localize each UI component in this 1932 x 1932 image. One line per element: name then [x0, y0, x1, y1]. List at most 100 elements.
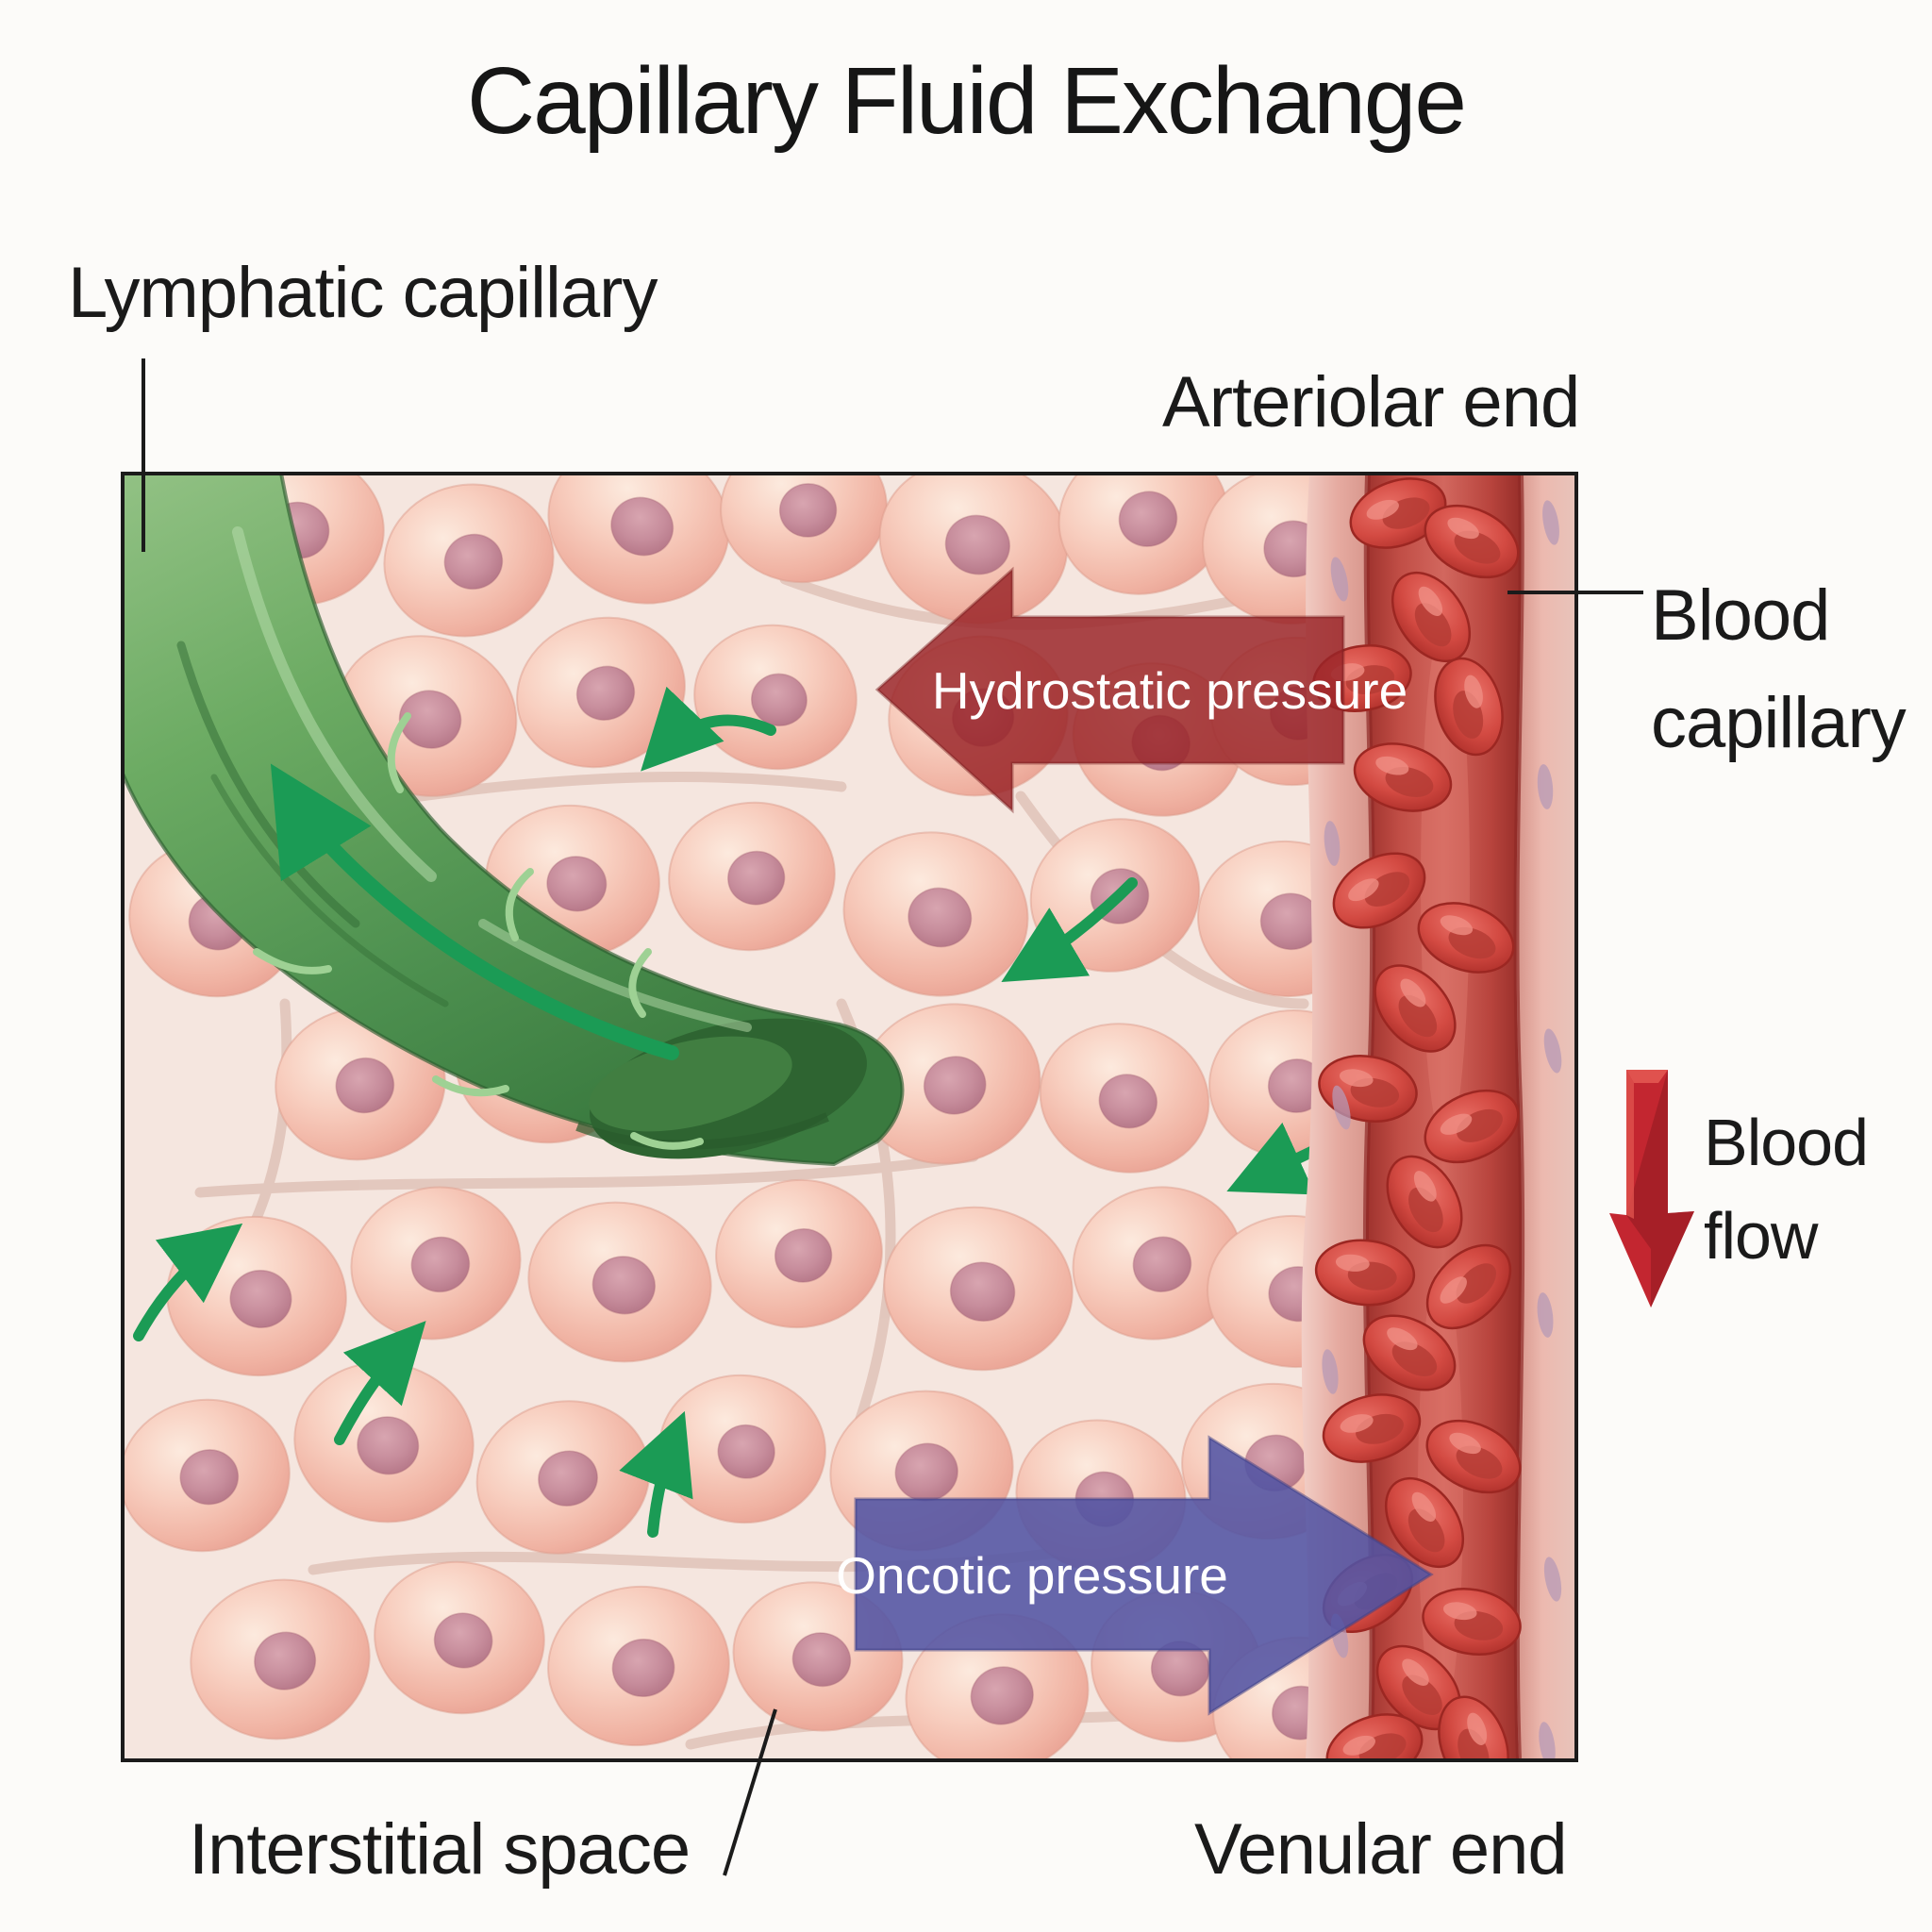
tissue-cell	[720, 475, 888, 584]
oncotic-pressure-arrow: Oncotic pressure	[836, 1435, 1434, 1716]
tissue-cell	[905, 1613, 1090, 1758]
cell-nucleus	[727, 850, 786, 906]
cell-nucleus	[717, 1424, 775, 1479]
cell-nucleus	[778, 483, 838, 538]
label-venular-end: Venular end	[1194, 1809, 1568, 1890]
lymph-flow-arrow	[270, 763, 679, 1060]
endothelial-nucleus	[1539, 1722, 1556, 1758]
label-arteriolar-end: Arteriolar end	[1162, 362, 1580, 442]
cell-nucleus	[538, 1450, 598, 1507]
endothelial-nucleus	[1537, 1292, 1554, 1338]
cell-nucleus	[443, 533, 504, 591]
red-blood-cell	[1314, 1239, 1416, 1307]
red-blood-cell	[1374, 964, 1457, 1053]
tissue-cell	[1039, 1023, 1210, 1174]
red-blood-cell	[1424, 1089, 1520, 1164]
tissue-cell	[693, 624, 858, 771]
endothelial-nucleus	[1322, 1349, 1339, 1394]
label-interstitial-space: Interstitial space	[189, 1809, 691, 1890]
blood-capillary-vessel	[1301, 475, 1574, 1758]
illustration-panel: Hydrostatic pressure Oncotic pressure	[121, 472, 1578, 1762]
red-blood-cell	[1332, 852, 1426, 929]
tissue-cell	[383, 483, 555, 638]
tissue-cell	[547, 1585, 730, 1747]
label-lymphatic-capillary: Lymphatic capillary	[68, 253, 658, 333]
hydrostatic-pressure-arrow: Hydrostatic pressure	[874, 566, 1407, 814]
cell-nucleus	[970, 1666, 1034, 1725]
red-blood-cell	[1386, 1155, 1463, 1249]
red-blood-cell	[1322, 1393, 1422, 1463]
endothelial-nuclei-layer	[1322, 500, 1562, 1758]
endothelial-nucleus	[1330, 557, 1349, 602]
endothelial-nucleus	[1324, 821, 1341, 866]
tissue-cell	[190, 1578, 371, 1740]
tissue-cell	[293, 1361, 475, 1524]
tissue-cell	[475, 1400, 651, 1555]
tissue-cell	[715, 1178, 883, 1329]
cell-nucleus	[357, 1416, 420, 1475]
tissue-cell	[842, 831, 1029, 997]
lymph-flow-arrows	[133, 686, 1366, 1538]
tissue-cell	[125, 1398, 291, 1553]
lymph-flow-arrow	[641, 686, 776, 772]
lymph-flow-arrow	[334, 1321, 426, 1445]
cell-nucleus	[750, 673, 808, 727]
label-blood-flow: Blood flow	[1704, 1106, 1869, 1274]
red-blood-cell	[1353, 742, 1453, 812]
cell-nucleus	[591, 1256, 656, 1315]
cell-nucleus	[254, 1631, 317, 1690]
tissue-cell	[547, 475, 730, 605]
endothelial-nucleus	[1542, 500, 1559, 545]
lymph-flow-arrow	[133, 1223, 243, 1341]
endothelial-nucleus	[1537, 764, 1554, 809]
capillary-fluid-exchange-illustration: Hydrostatic pressure Oncotic pressure	[125, 475, 1574, 1758]
oncotic-pressure-label: Oncotic pressure	[836, 1546, 1228, 1605]
cell-nucleus	[335, 1057, 395, 1114]
cell-nucleus	[398, 690, 462, 749]
red-blood-cell	[1425, 1243, 1512, 1330]
hydrostatic-pressure-label: Hydrostatic pressure	[932, 661, 1407, 720]
red-blood-cell	[1425, 1419, 1522, 1494]
red-blood-cell	[1325, 1713, 1424, 1758]
lymphatic-capillary-vessel	[125, 475, 1366, 1538]
red-blood-cell	[1438, 1695, 1509, 1758]
tissue-cell	[668, 801, 836, 952]
red-blood-cell	[1362, 1314, 1457, 1391]
cell-nucleus	[611, 1638, 675, 1698]
tissue-cell	[883, 1206, 1074, 1372]
red-blood-cell	[1434, 657, 1504, 757]
cell-nucleus	[791, 1632, 852, 1688]
lymphatic-valve-flaps	[253, 712, 704, 1150]
label-blood-capillary: Blood capillary	[1651, 575, 1907, 763]
tissue-cell	[527, 1201, 712, 1363]
cell-nucleus	[546, 856, 608, 912]
red-blood-cell	[1417, 902, 1515, 974]
cell-nucleus	[610, 496, 675, 557]
cell-nucleus	[923, 1056, 987, 1115]
red-blood-cell	[1391, 571, 1472, 663]
red-blood-cell	[1424, 504, 1520, 579]
cell-nucleus	[410, 1236, 471, 1293]
cell-nucleus	[944, 514, 1010, 575]
lymph-flow-arrow	[1001, 877, 1138, 982]
cell-nucleus	[1118, 491, 1178, 547]
red-blood-cell	[1422, 1588, 1522, 1656]
tissue-cell	[878, 475, 1069, 625]
cell-nucleus	[433, 1612, 493, 1669]
red-blood-cell	[1384, 1476, 1465, 1569]
tissue-cell	[350, 1186, 522, 1341]
cell-nucleus	[1132, 1236, 1192, 1292]
cell-nucleus	[908, 887, 973, 948]
tissue-cell	[1072, 1186, 1243, 1341]
lymphatic-vessel-shading	[176, 526, 752, 1032]
page-title: Capillary Fluid Exchange	[466, 48, 1467, 154]
lymph-flow-arrow	[619, 1410, 693, 1538]
blood-flow-arrow	[1598, 1060, 1704, 1324]
red-blood-cell	[1349, 477, 1447, 549]
cell-nucleus	[575, 665, 636, 721]
endothelial-nucleus	[1543, 1557, 1562, 1602]
endothelial-nucleus	[1543, 1028, 1562, 1074]
endothelial-nucleus	[1332, 1085, 1351, 1130]
tissue-cell	[374, 1560, 545, 1715]
cell-nucleus	[949, 1261, 1016, 1323]
